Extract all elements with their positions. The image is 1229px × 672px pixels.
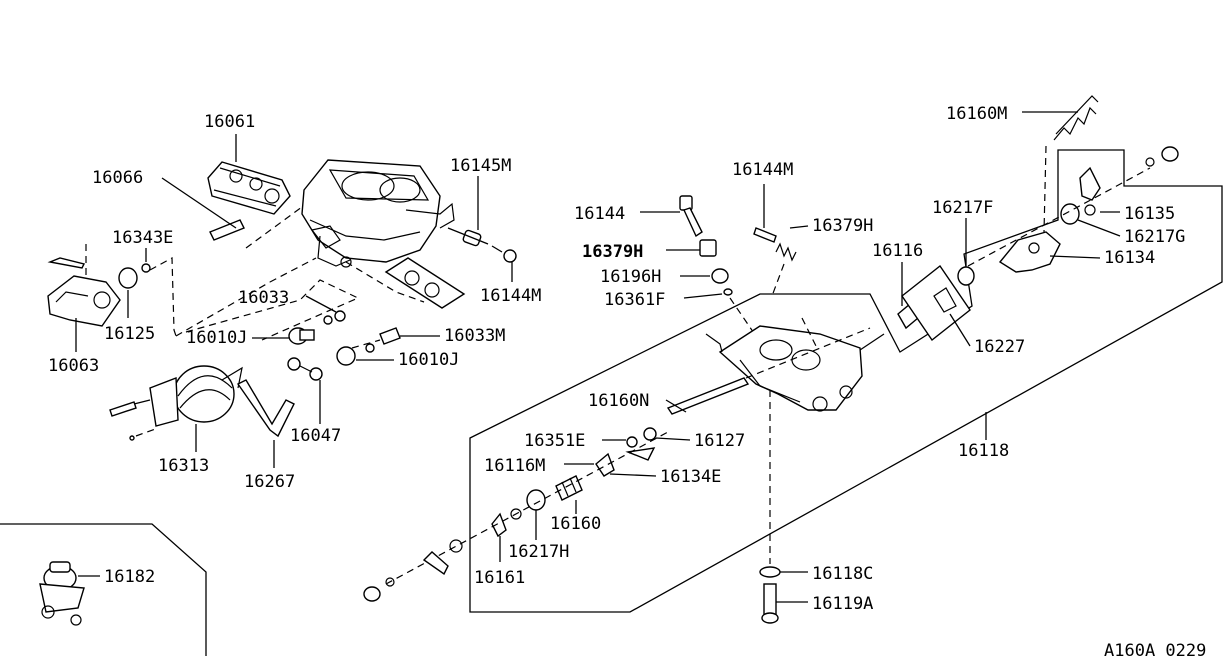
label-16144M-b: 16144M — [732, 160, 793, 180]
label-16066: 16066 — [92, 168, 143, 188]
part-16047 — [287, 357, 323, 424]
label-16267: 16267 — [244, 472, 295, 492]
part-16196H — [680, 268, 729, 284]
part-16010J-b — [336, 343, 394, 366]
label-16033M: 16033M — [444, 326, 505, 346]
label-16196H: 16196H — [600, 267, 661, 287]
part-16160N-shaft — [665, 377, 750, 415]
part-16160M-spring — [1022, 95, 1099, 233]
label-16361F: 16361F — [604, 290, 665, 310]
part-16134-lever — [998, 231, 1101, 273]
label-16379H-b: 16379H — [812, 216, 873, 236]
part-throttle-lever — [363, 539, 463, 602]
label-16125: 16125 — [104, 324, 155, 344]
part-16227 — [901, 264, 971, 347]
label-16118C: 16118C — [812, 564, 873, 584]
label-16135: 16135 — [1124, 204, 1175, 224]
part-screw-16313 — [109, 399, 159, 441]
label-16063: 16063 — [48, 356, 99, 376]
part-16033 — [305, 295, 346, 325]
part-16160-spring — [555, 475, 583, 514]
part-16217G — [1060, 203, 1121, 237]
label-16217G: 16217G — [1124, 227, 1185, 247]
label-16119A: 16119A — [812, 594, 873, 614]
part-16144M-small — [491, 245, 517, 282]
label-16379H-a: 16379H — [582, 242, 643, 262]
part-16313-diaphragm — [149, 365, 243, 452]
label-16351E: 16351E — [524, 431, 585, 451]
part-16127 — [643, 427, 691, 441]
label-16134: 16134 — [1104, 248, 1155, 268]
part-16135 — [1079, 166, 1120, 216]
label-16144M-a: 16144M — [480, 286, 541, 306]
label-16047: 16047 — [290, 426, 341, 446]
label-16313: 16313 — [158, 456, 209, 476]
label-16033: 16033 — [238, 288, 289, 308]
label-16182: 16182 — [104, 567, 155, 587]
label-16144: 16144 — [574, 204, 625, 224]
part-16161 — [491, 508, 522, 562]
part-16217H — [526, 489, 546, 540]
part-16145M — [447, 176, 489, 247]
label-16116M: 16116M — [484, 456, 545, 476]
part-clip-top — [1145, 146, 1179, 167]
part-16379H-a — [666, 239, 717, 257]
part-gasket — [384, 257, 466, 309]
part-16033M — [379, 327, 440, 345]
part-16343E — [141, 248, 151, 273]
diagram-code: A160A 0229 — [1104, 641, 1206, 661]
label-16160N: 16160N — [588, 391, 649, 411]
label-16061: 16061 — [204, 112, 255, 132]
part-16134E — [595, 452, 657, 477]
label-16118: 16118 — [958, 441, 1009, 461]
part-16066-pipe — [209, 219, 245, 241]
label-16161: 16161 — [474, 568, 525, 588]
label-16127: 16127 — [694, 431, 745, 451]
part-bolt-16063 — [47, 257, 121, 327]
part-carburetor-upper-body — [301, 159, 455, 268]
part-16010J-a — [252, 327, 315, 345]
part-16182 — [39, 561, 100, 626]
part-16119A — [761, 583, 808, 624]
label-16227: 16227 — [974, 337, 1025, 357]
part-16061-cover — [207, 161, 291, 215]
label-16217H: 16217H — [508, 542, 569, 562]
label-16010J-b: 16010J — [398, 350, 459, 370]
part-16361F — [683, 288, 733, 299]
label-16217F: 16217F — [932, 198, 993, 218]
part-16144M-b — [753, 184, 777, 243]
label-16160M: 16160M — [946, 104, 1007, 124]
label-16343E: 16343E — [112, 228, 173, 248]
part-16217F — [957, 218, 975, 286]
label-16116: 16116 — [872, 241, 923, 261]
label-16010J-a: 16010J — [186, 328, 247, 348]
label-16134E: 16134E — [660, 467, 721, 487]
part-16267-rod — [236, 379, 295, 468]
part-16125-ring — [118, 267, 138, 318]
label-16160: 16160 — [550, 514, 601, 534]
label-16145M: 16145M — [450, 156, 511, 176]
part-16351E — [602, 436, 656, 461]
part-16379H-b — [775, 225, 809, 262]
part-16118C — [759, 566, 808, 578]
part-16144-bolt — [640, 195, 703, 238]
part-throttle-body — [705, 325, 885, 412]
